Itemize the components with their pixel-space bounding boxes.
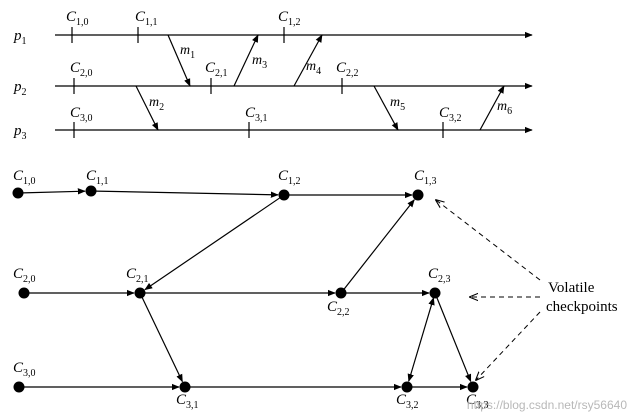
message-label-m4: m4: [306, 59, 321, 77]
checkpoint-node-label-g-c32: C3,2: [396, 392, 419, 411]
checkpoint-label-t-c11: C1,1: [135, 9, 158, 28]
checkpoint-node-g-c31: [179, 381, 191, 393]
checkpoint-label-t-c12: C1,2: [278, 9, 301, 28]
checkpoint-node-g-c33: [467, 381, 479, 393]
checkpoint-label-t-c21: C2,1: [205, 60, 228, 79]
edge-c11-to-c12: [95, 190, 279, 198]
message-arrow-m3: [233, 34, 259, 87]
message-label-m5: m5: [390, 95, 405, 113]
checkpoint-node-g-c22: [335, 287, 347, 299]
process-label-p1: p1: [13, 28, 27, 47]
checkpoint-node-g-c20: [18, 287, 30, 299]
annotation-arrow-to-c33: [476, 311, 541, 380]
checkpoint-node-g-c10: [12, 187, 24, 199]
checkpoint-node-label-g-c20: C2,0: [13, 266, 36, 285]
checkpoint-node-label-g-c23: C2,3: [428, 266, 451, 285]
checkpoint-node-label-g-c11: C1,1: [86, 168, 109, 187]
watermark-text: https://blog.csdn.net/rsy56640: [466, 398, 627, 412]
annotation-line-1: Volatile: [548, 280, 595, 296]
checkpoint-node-g-c30: [13, 381, 25, 393]
message-label-m1: m1: [180, 43, 195, 61]
volatile-checkpoints-annotation: Volatile checkpoints: [436, 200, 618, 380]
message-label-m6: m6: [497, 99, 512, 117]
process-label-p2: p2: [13, 79, 27, 98]
checkpoint-node-label-g-c12: C1,2: [278, 168, 301, 187]
checkpoint-dependency-graph: C1,0 C1,1 C1,2 C1,3C2,0 C2,1C2,2 C2,3C3,0C3,1…: [12, 168, 489, 411]
checkpoint-node-g-c32: [401, 381, 413, 393]
checkpoint-label-t-c20: C2,0: [70, 60, 93, 79]
message-arrow-m6: [479, 85, 505, 131]
annotation-arrow-to-c13: [436, 200, 541, 281]
edge-c23-to-c33: [436, 297, 472, 383]
checkpoint-node-g-c13: [412, 189, 424, 201]
checkpoint-node-label-g-c31: C3,1: [176, 392, 199, 411]
checkpoint-node-label-g-c22: C2,2: [327, 299, 350, 318]
checkpoint-node-label-g-c33: C3,3: [466, 392, 489, 411]
edge-c22-to-c13: [343, 199, 415, 290]
process-timeline: p1 p2 p3 C1,0 C1,1 C1,2C2,0 C2,1 C2,2C3,0 C3,1 C3…: [13, 9, 533, 142]
checkpoint-label-t-c31: C3,1: [245, 105, 268, 124]
checkpoint-label-t-c10: C1,0: [66, 9, 89, 28]
annotation-line-2: checkpoints: [546, 299, 618, 315]
checkpoint-node-g-c11: [85, 185, 97, 197]
message-label-m3: m3: [252, 53, 267, 71]
checkpoint-label-t-c30: C3,0: [70, 105, 93, 124]
checkpoint-node-label-g-c10: C1,0: [13, 168, 36, 187]
checkpoint-node-label-g-c13: C1,3: [414, 168, 437, 187]
message-arrow-m4: [293, 34, 323, 87]
message-arrow-m1: [167, 34, 191, 87]
edge-c12-to-c21: [144, 197, 281, 291]
edge-c23-to-c32: [407, 297, 435, 383]
checkpoint-node-label-g-c30: C3,0: [13, 360, 36, 379]
message-label-m2: m2: [149, 95, 164, 113]
message-arrow-m5: [373, 85, 399, 131]
checkpoint-node-g-c23: [429, 287, 441, 299]
checkpoint-label-t-c22: C2,2: [336, 60, 359, 79]
process-label-p3: p3: [13, 123, 27, 142]
edge-c21-to-c31: [141, 297, 183, 383]
edge-c10-to-c11: [22, 188, 86, 195]
message-arrow-m2: [135, 85, 159, 131]
checkpoint-node-g-c12: [278, 189, 290, 201]
checkpoint-node-label-g-c21: C2,1: [126, 266, 149, 285]
checkpoint-node-g-c21: [134, 287, 146, 299]
checkpoint-label-t-c32: C3,2: [439, 105, 462, 124]
